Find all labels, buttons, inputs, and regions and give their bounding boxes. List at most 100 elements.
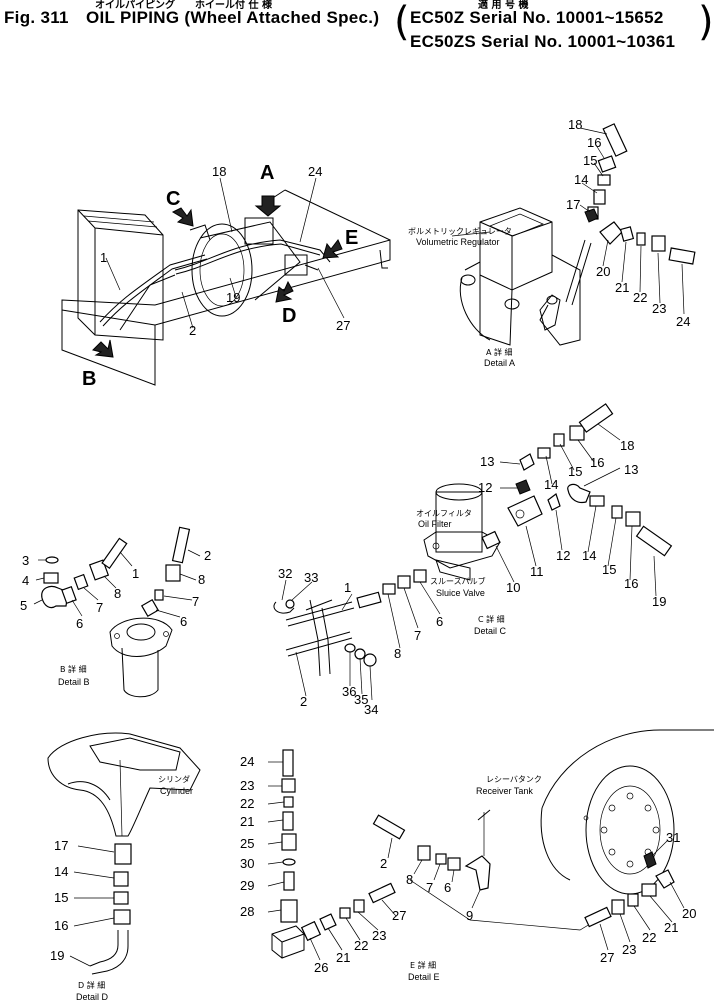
part-label: 23 [240, 778, 254, 793]
part-label: 8 [406, 872, 413, 887]
part-label: 27 [600, 950, 614, 965]
part-label: 14 [582, 548, 596, 563]
part-label: 16 [54, 918, 68, 933]
detail-b-labels: 3 4 5 6 7 8 1 2 8 7 6 B 詳 細 Detail B [20, 548, 211, 687]
arrow-label-b: B [82, 368, 96, 390]
part-label: 20 [596, 264, 610, 279]
main-view-labels: A C B D E 1 2 18 19 24 27 [82, 162, 358, 390]
receiver-tank-label: Receiver Tank [476, 786, 533, 796]
detail-c-labels: 13 12 14 15 16 18 13 12 11 10 14 15 16 1… [278, 438, 666, 717]
part-label: 8 [198, 572, 205, 587]
figure-title: OIL PIPING (Wheel Attached Spec.) [86, 8, 380, 27]
part-label: 14 [574, 172, 588, 187]
part-label: 21 [240, 814, 254, 829]
part-label: 15 [54, 890, 68, 905]
detail-c-caption: Detail C [474, 626, 507, 636]
oil-filter-label: Oil Filter [418, 519, 452, 529]
part-label: 32 [278, 566, 292, 581]
receiver-tank-jp: レシーバタンク [486, 775, 542, 784]
oil-filter-jp: オイルフィルタ [416, 509, 472, 518]
detail-e-caption: Detail E [408, 972, 440, 982]
detail-e-caption-jp: E 詳 細 [410, 960, 436, 970]
part-label: 16 [590, 455, 604, 470]
part-label: 7 [192, 594, 199, 609]
detail-a-caption: Detail A [484, 358, 515, 368]
part-label: 5 [20, 598, 27, 613]
part-label: 31 [666, 830, 680, 845]
part-label: 8 [394, 646, 401, 661]
arrow-label-a: A [260, 162, 274, 184]
main-view [61, 177, 391, 386]
header-jp-applic: 適 用 号 機 [478, 0, 529, 11]
part-label: 27 [336, 318, 350, 333]
detail-d-view [47, 732, 201, 975]
serial-range-ec50zs: EC50ZS Serial No. 10001~10361 [410, 32, 676, 51]
part-label: 24 [308, 164, 322, 179]
part-label: 22 [354, 938, 368, 953]
part-label: 34 [364, 702, 378, 717]
detail-a-view [451, 123, 696, 346]
part-label: 12 [478, 480, 492, 495]
part-label: 35 [354, 692, 368, 707]
part-label: 26 [314, 960, 328, 975]
sluice-valve-label: Sluice Valve [436, 588, 485, 598]
part-label: 7 [414, 628, 421, 643]
part-label: 18 [212, 164, 226, 179]
sluice-valve-jp: スルースバルブ [430, 576, 486, 586]
part-label: 23 [372, 928, 386, 943]
part-label: 12 [556, 548, 570, 563]
part-label: 29 [240, 878, 254, 893]
detail-d-caption-jp: D 詳 細 [78, 980, 105, 990]
cylinder-label: Cylinder [160, 786, 193, 796]
part-label: 8 [114, 586, 121, 601]
part-label: 16 [624, 576, 638, 591]
part-label: 15 [602, 562, 616, 577]
part-label: 15 [568, 464, 582, 479]
part-label: 2 [380, 856, 387, 871]
part-label: 23 [652, 301, 666, 316]
detail-b-caption-jp: B 詳 細 [60, 664, 87, 674]
part-label: 24 [240, 754, 254, 769]
part-label: 22 [642, 930, 656, 945]
part-label: 15 [583, 153, 597, 168]
part-label: 10 [506, 580, 520, 595]
part-label: 19 [226, 290, 240, 305]
part-label: 6 [436, 614, 443, 629]
part-label: 1 [132, 566, 139, 581]
part-label: 33 [304, 570, 318, 585]
part-label: 4 [22, 573, 29, 588]
part-label: 7 [426, 880, 433, 895]
part-label: 27 [392, 908, 406, 923]
part-label: 9 [466, 908, 473, 923]
part-label: 17 [54, 838, 68, 853]
part-label: 19 [652, 594, 666, 609]
part-label: 1 [100, 250, 107, 265]
detail-c-view [273, 403, 673, 701]
detail-e-view [267, 729, 714, 961]
detail-e-labels: 24 23 22 21 25 30 29 28 26 21 22 23 27 2… [240, 754, 696, 982]
part-label: 2 [300, 694, 307, 709]
part-label: 16 [587, 135, 601, 150]
part-label: 6 [444, 880, 451, 895]
cylinder-jp: シリンダ [158, 774, 190, 784]
detail-a-labels: 18 16 15 14 17 20 21 22 23 24 ボルメトリックレギュ… [408, 117, 690, 368]
part-label: 3 [22, 553, 29, 568]
part-label: 22 [240, 796, 254, 811]
detail-b-caption: Detail B [58, 677, 90, 687]
part-label: 19 [50, 948, 64, 963]
detail-c-caption-jp: C 詳 細 [478, 614, 505, 624]
part-label: 6 [76, 616, 83, 631]
detail-a-caption-jp: A 詳 細 [486, 347, 513, 357]
part-label: 21 [664, 920, 678, 935]
figure-number: Fig. 311 [4, 8, 69, 27]
part-label: 1 [344, 580, 351, 595]
part-label: 25 [240, 836, 254, 851]
part-label: 2 [204, 548, 211, 563]
part-label: 18 [620, 438, 634, 453]
part-label: 21 [336, 950, 350, 965]
part-label: 36 [342, 684, 356, 699]
part-label: 23 [622, 942, 636, 957]
arrow-label-e: E [345, 227, 358, 249]
